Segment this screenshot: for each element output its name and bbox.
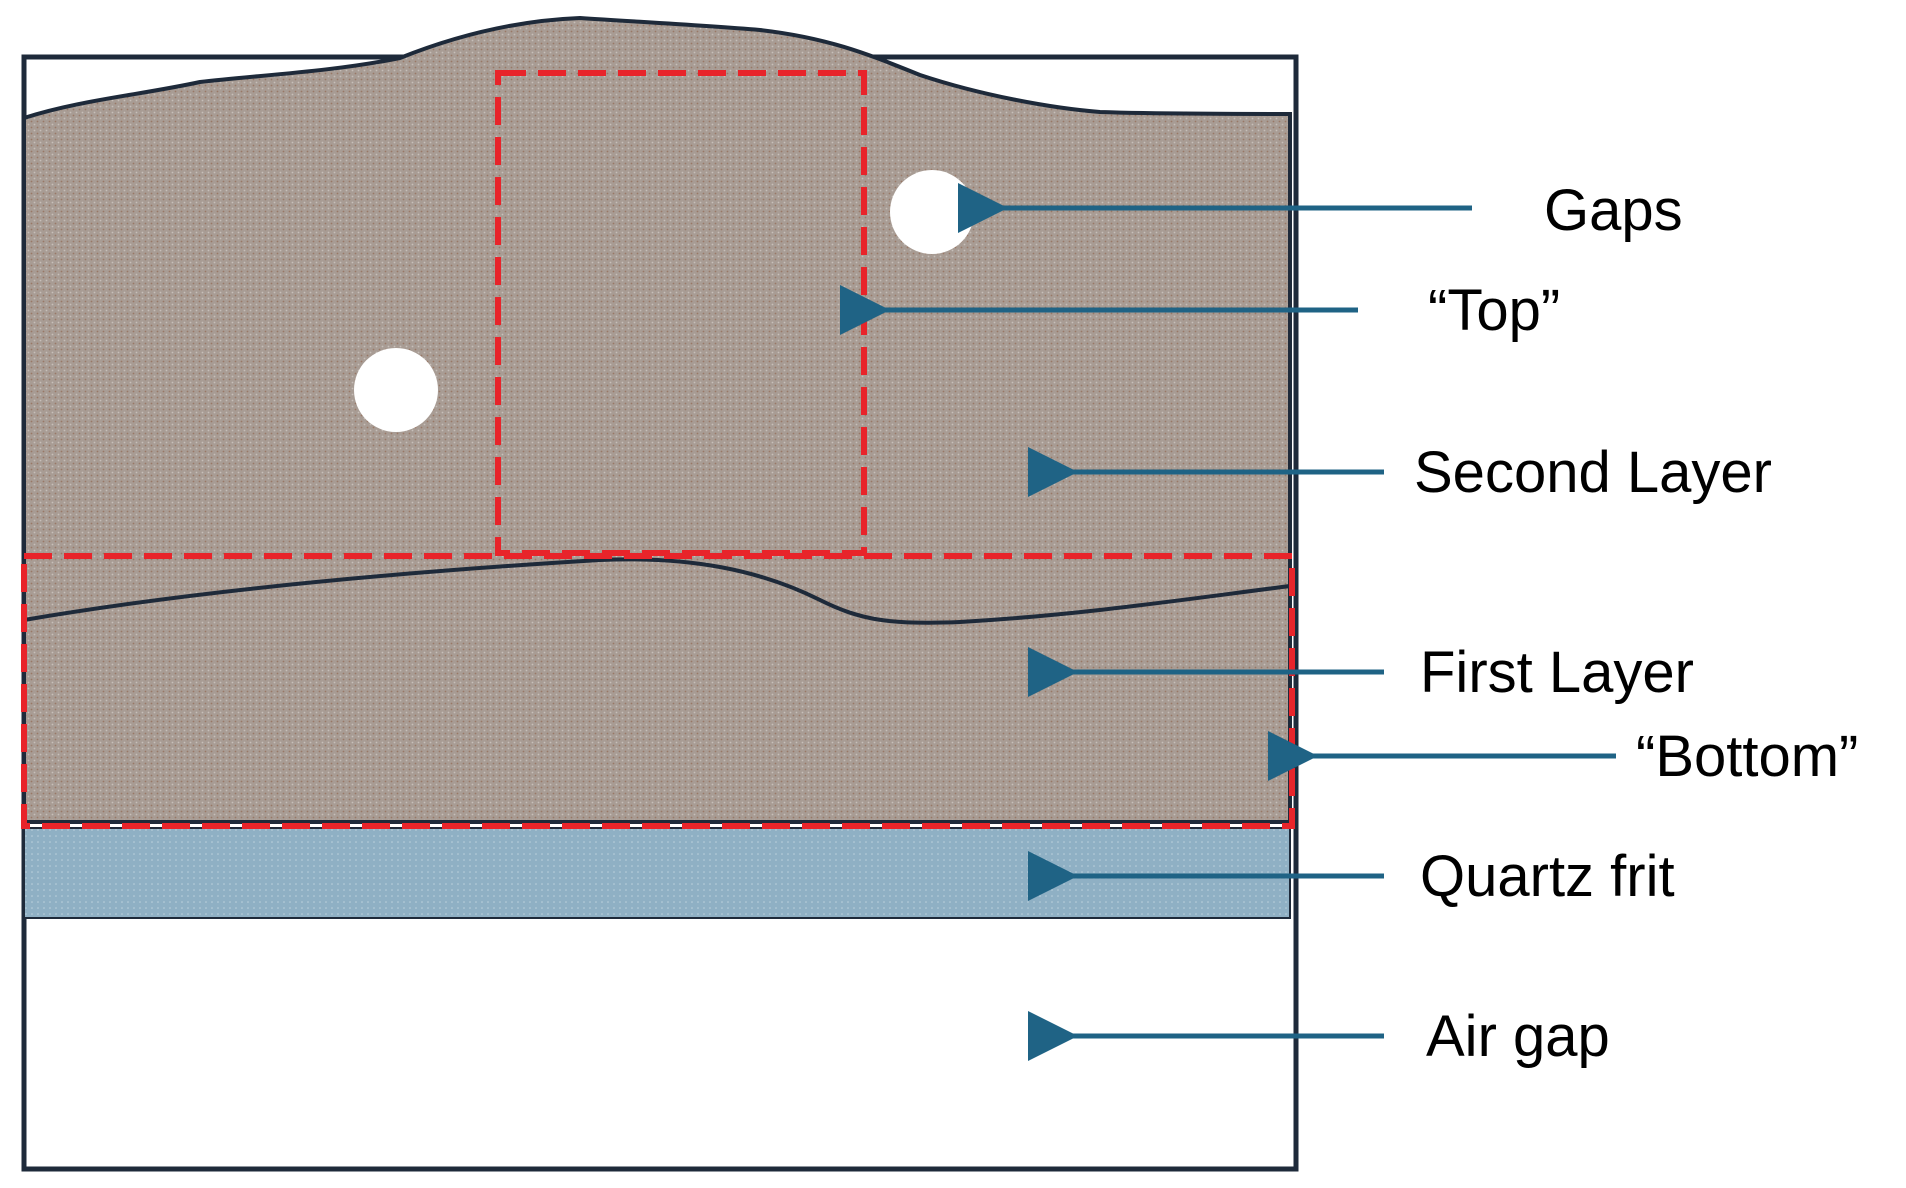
label-air-gap: Air gap bbox=[1426, 1004, 1610, 1069]
label-first-layer: First Layer bbox=[1420, 640, 1694, 705]
gap-circle-left bbox=[354, 348, 438, 432]
label-quartz-frit: Quartz frit bbox=[1420, 844, 1675, 909]
bottom-region-dashed-box bbox=[21, 553, 1295, 829]
quartz-frit-layer bbox=[23, 827, 1291, 919]
label-gaps: Gaps bbox=[1544, 178, 1683, 243]
layer-interface-line bbox=[23, 557, 1291, 625]
label-top: “Top” bbox=[1428, 278, 1560, 343]
label-bottom: “Bottom” bbox=[1636, 724, 1858, 789]
label-second-layer: Second Layer bbox=[1414, 440, 1772, 505]
sediment-body bbox=[22, 15, 1292, 824]
gap-circle-right bbox=[890, 170, 974, 254]
